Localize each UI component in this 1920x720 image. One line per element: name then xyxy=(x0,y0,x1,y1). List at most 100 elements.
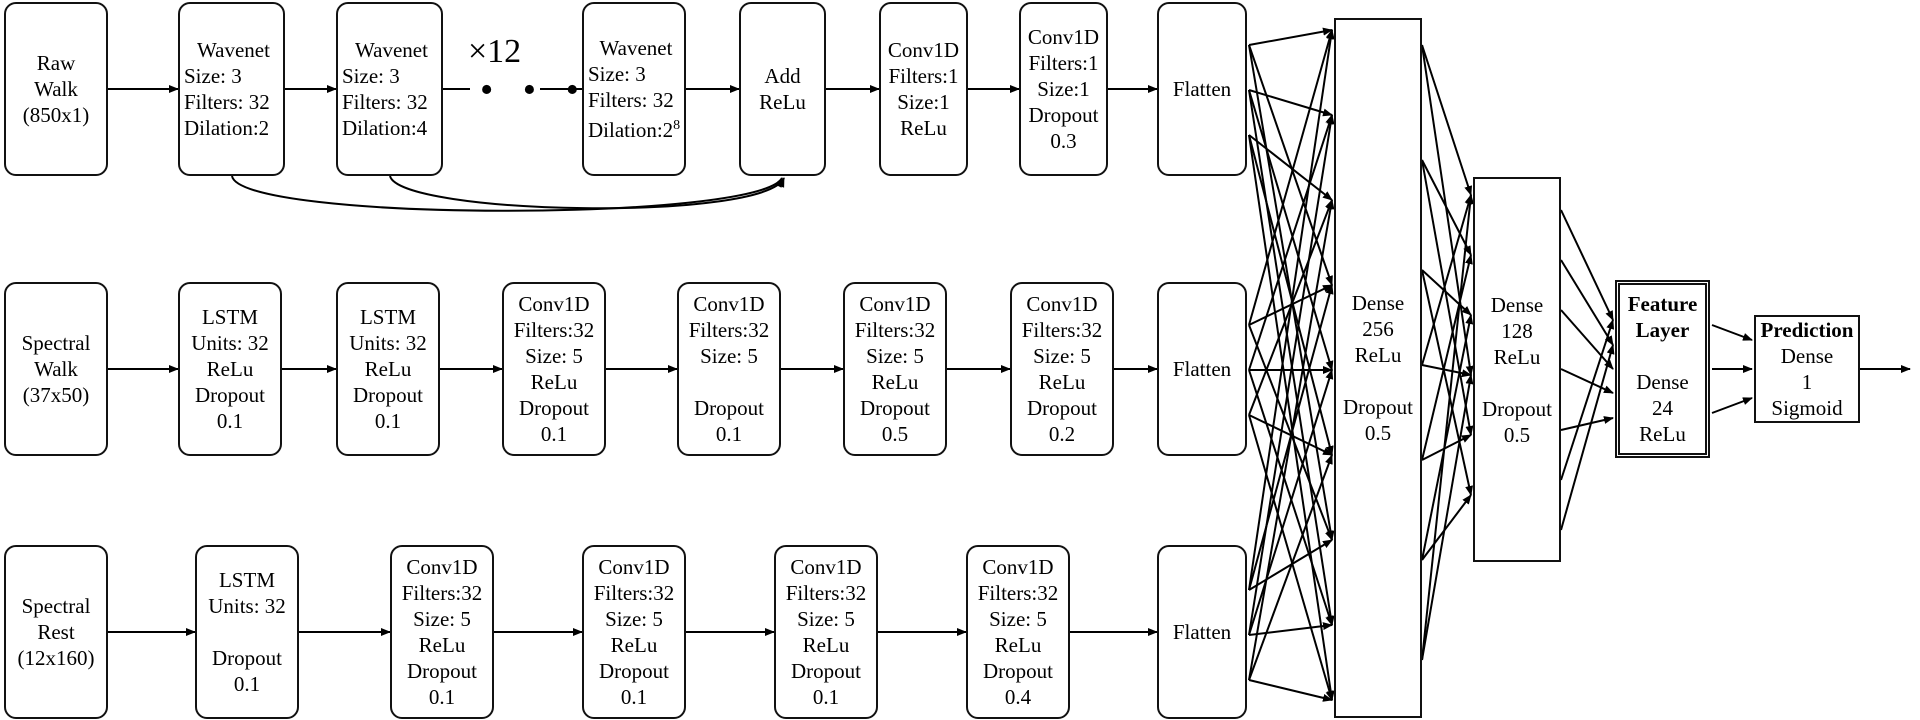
arrow-feature-to-prediction-1 xyxy=(1711,324,1753,341)
sr-lstm-line-4: Dropout xyxy=(212,646,282,670)
connector-arrow-25 xyxy=(1248,199,1335,681)
sr-conv1d-3-line-6: 0.1 xyxy=(812,685,840,709)
connector-arrow-46 xyxy=(1560,319,1615,481)
wavenet-last-line-2: Size: 3 xyxy=(588,62,646,86)
spectral-walk-conv1d-4-box: Conv1D Filters:32 Size: 5 ReLu Dropout 0… xyxy=(1010,282,1114,456)
sr-lstm-line-1: LSTM xyxy=(218,568,275,592)
raw-walk-input-line-1: Raw xyxy=(36,51,76,75)
sr-conv1d-4-line-3: Size: 5 xyxy=(989,607,1047,631)
add-relu-box: Add ReLu xyxy=(739,2,826,176)
wavenet-last-line-1: Wavenet xyxy=(599,36,673,60)
sr-conv1d-1-line-3: Size: 5 xyxy=(413,607,471,631)
sw-lstm-2-line-3: ReLu xyxy=(364,357,412,381)
connector-arrow-42 xyxy=(1560,259,1614,346)
sw-conv1d-4-line-2: Filters:32 xyxy=(1021,318,1103,342)
dense-128-box: Dense 128 ReLu Dropout 0.5 xyxy=(1473,177,1561,562)
raw-conv1d-2-line-3: Size:1 xyxy=(1037,77,1090,101)
raw-flatten-box: Flatten xyxy=(1157,2,1247,176)
sw-conv1d-3-line-3: Size: 5 xyxy=(866,344,924,368)
dense-256-line-6: 0.5 xyxy=(1364,421,1392,445)
feature-layer-line-6: ReLu xyxy=(1639,422,1686,446)
connector-arrow-38 xyxy=(1421,314,1474,561)
sw-conv1d-2-line-2: Filters:32 xyxy=(688,318,770,342)
connector-arrow-44 xyxy=(1560,368,1614,394)
sr-conv1d-2-line-6: 0.1 xyxy=(620,685,648,709)
add-line-1: Add xyxy=(764,64,801,88)
sr-flatten-label: Flatten xyxy=(1172,620,1232,644)
connector-arrow-32 xyxy=(1421,269,1473,496)
connector-arrow-21 xyxy=(1248,622,1333,636)
connector-arrow-33 xyxy=(1421,364,1472,378)
sw-conv1d-1-line-3: Size: 5 xyxy=(525,344,583,368)
sw-conv1d-1-line-1: Conv1D xyxy=(518,292,590,316)
sr-conv1d-2-line-3: Size: 5 xyxy=(605,607,663,631)
connector-arrow-5 xyxy=(1248,89,1335,626)
spectral-walk-lstm-2-box: LSTM Units: 32 ReLu Dropout 0.1 xyxy=(336,282,440,456)
connector-arrow-22 xyxy=(1248,114,1335,636)
wavenet-2-box: Wavenet Size: 3 Filters: 32 Dilation:4 xyxy=(336,2,443,176)
prediction-line-2: Dense xyxy=(1780,344,1834,368)
connector-arrow-28 xyxy=(1421,44,1474,376)
sr-conv1d-4-line-5: Dropout xyxy=(983,659,1053,683)
wavenet-last-box: Wavenet Size: 3 Filters: 32 Dilation:28 xyxy=(582,2,686,176)
wavenet-last-line-4: Dilation:28 xyxy=(588,113,684,143)
spectral-rest-lstm-box: LSTM Units: 32 Dropout 0.1 xyxy=(195,545,299,719)
connector-arrow-10 xyxy=(1248,324,1333,541)
sw-lstm-1-line-4: Dropout xyxy=(195,383,265,407)
sw-conv1d-1-line-4: ReLu xyxy=(530,370,578,394)
spectral-walk-input-line-3: (37x50) xyxy=(22,383,90,407)
skip-connection-wavenet-1 xyxy=(231,175,783,212)
spectral-rest-input-line-1: Spectral xyxy=(21,594,91,618)
sw-conv1d-4-line-1: Conv1D xyxy=(1026,292,1098,316)
sw-conv1d-2-line-5: Dropout xyxy=(694,396,764,420)
connector-arrow-39 xyxy=(1421,194,1475,661)
raw-conv1d-2-line-1: Conv1D xyxy=(1027,25,1100,49)
sr-conv1d-1-line-5: Dropout xyxy=(407,659,477,683)
connector-arrow-43 xyxy=(1560,309,1614,370)
dense-128-line-6: 0.5 xyxy=(1503,422,1531,447)
prediction-line-1: Prediction xyxy=(1760,318,1854,342)
raw-conv1d-1-line-3: Size:1 xyxy=(897,90,950,114)
sr-conv1d-4-line-1: Conv1D xyxy=(982,555,1054,579)
connector-arrow-29 xyxy=(1421,159,1472,256)
connector-arrow-6 xyxy=(1248,134,1333,201)
feature-layer-line-4: Dense xyxy=(1636,370,1689,394)
raw-conv1d-2-line-4: Dropout xyxy=(1028,103,1099,127)
sw-conv1d-3-line-4: ReLu xyxy=(871,370,919,394)
raw-conv1d-2-line-2: Filters:1 xyxy=(1028,51,1099,75)
sr-conv1d-4-line-4: ReLu xyxy=(994,633,1042,657)
sr-conv1d-3-line-5: Dropout xyxy=(791,659,861,683)
raw-flatten-label: Flatten xyxy=(1172,77,1232,101)
sr-conv1d-4-line-6: 0.4 xyxy=(1004,685,1032,709)
sr-conv1d-4-line-2: Filters:32 xyxy=(977,581,1059,605)
sw-lstm-1-line-5: 0.1 xyxy=(216,409,244,433)
wavenet-2-line-3: Filters: 32 xyxy=(342,90,428,114)
wavenet-2-line-4: Dilation:4 xyxy=(342,116,428,140)
connector-arrow-16 xyxy=(1248,414,1334,701)
dense-128-line-1: Dense xyxy=(1490,292,1544,317)
connector-arrow-23 xyxy=(1248,369,1334,636)
spectral-rest-conv1d-1-box: Conv1D Filters:32 Size: 5 ReLu Dropout 0… xyxy=(390,545,494,719)
sr-conv1d-2-line-4: ReLu xyxy=(610,633,658,657)
arrow-feature-to-prediction-3 xyxy=(1711,397,1753,414)
wavenet-1-line-2: Size: 3 xyxy=(184,64,242,88)
spectral-walk-input-box: Spectral Walk (37x50) xyxy=(4,282,108,456)
sr-conv1d-1-line-2: Filters:32 xyxy=(401,581,483,605)
connector-arrow-37 xyxy=(1421,494,1472,561)
raw-walk-input-box: Raw Walk (850x1) xyxy=(4,2,108,176)
connector-arrow-3 xyxy=(1248,89,1333,117)
sw-lstm-1-line-1: LSTM xyxy=(201,305,258,329)
raw-walk-input-line-2: Walk xyxy=(34,77,78,101)
spectral-rest-input-line-3: (12x160) xyxy=(17,646,95,670)
spectral-rest-conv1d-4-box: Conv1D Filters:32 Size: 5 ReLu Dropout 0… xyxy=(966,545,1070,719)
raw-conv1d-1-line-4: ReLu xyxy=(900,116,947,140)
connector-arrow-41 xyxy=(1560,209,1614,321)
connector-arrow-19 xyxy=(1248,29,1335,591)
sw-lstm-2-line-5: 0.1 xyxy=(374,409,402,433)
sw-conv1d-3-line-1: Conv1D xyxy=(859,292,931,316)
connector-arrow-7 xyxy=(1248,134,1334,456)
spectral-rest-conv1d-2-box: Conv1D Filters:32 Size: 5 ReLu Dropout 0… xyxy=(582,545,686,719)
sw-lstm-2-line-4: Dropout xyxy=(353,383,423,407)
prediction-line-3: 1 xyxy=(1801,370,1813,394)
spectral-rest-flatten-box: Flatten xyxy=(1157,545,1247,719)
